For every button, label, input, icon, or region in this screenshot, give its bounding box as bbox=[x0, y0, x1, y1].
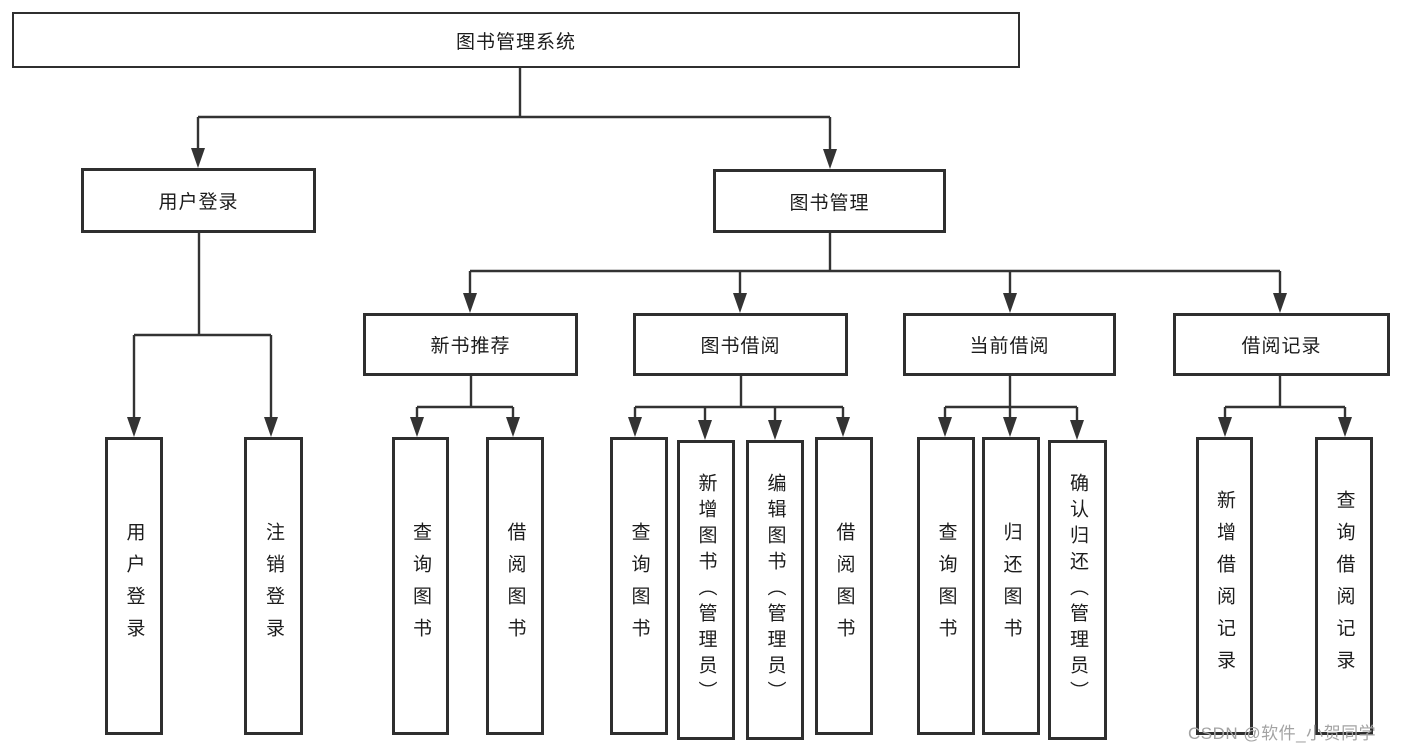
leaf-borrow-books-2: 借阅图书 bbox=[815, 437, 873, 735]
node-label: 新增图书（管理员） bbox=[695, 473, 717, 707]
connector-borrowing-to-leaves bbox=[633, 376, 845, 423]
leaf-add-books-admin: 新增图书（管理员） bbox=[677, 440, 735, 740]
node-label: 查询图书 bbox=[628, 522, 650, 650]
node-label: 用户登录 bbox=[123, 522, 145, 650]
csdn-watermark: CSDN @软件_小贺同学 bbox=[1188, 724, 1377, 743]
leaf-return-books: 归还图书 bbox=[982, 437, 1040, 735]
node-label: 确认归还（管理员） bbox=[1067, 473, 1088, 707]
node-label: 查询图书 bbox=[935, 522, 957, 650]
connector-bookmgmt-to-level3 bbox=[468, 233, 1282, 296]
node-label: 查询借阅记录 bbox=[1333, 490, 1355, 682]
connector-newbooks-to-leaves bbox=[415, 376, 515, 420]
node-user-login: 用户登录 bbox=[81, 168, 316, 233]
leaf-edit-books-admin: 编辑图书（管理员） bbox=[746, 440, 804, 740]
leaf-user-login: 用户登录 bbox=[105, 437, 163, 735]
node-label: 归还图书 bbox=[1000, 522, 1022, 650]
arrowheads bbox=[127, 148, 1352, 440]
node-current-borrowing: 当前借阅 bbox=[903, 313, 1116, 376]
node-book-borrowing: 图书借阅 bbox=[633, 313, 848, 376]
node-label: 新增借阅记录 bbox=[1214, 490, 1235, 682]
node-new-book-recommend: 新书推荐 bbox=[363, 313, 578, 376]
leaf-confirm-return-admin: 确认归还（管理员） bbox=[1048, 440, 1107, 740]
leaf-borrow-books-1: 借阅图书 bbox=[486, 437, 544, 735]
leaf-query-books-2: 查询图书 bbox=[610, 437, 668, 735]
leaf-query-borrow-record: 查询借阅记录 bbox=[1315, 437, 1373, 735]
node-label: 借阅图书 bbox=[833, 522, 855, 650]
leaf-add-borrow-record: 新增借阅记录 bbox=[1196, 437, 1253, 735]
connector-root-to-level2 bbox=[196, 67, 832, 151]
node-label: 新书推荐 bbox=[430, 336, 511, 357]
node-label: 用户登录 bbox=[158, 192, 239, 213]
node-book-management: 图书管理 bbox=[713, 169, 946, 233]
connector-current-to-leaves bbox=[943, 376, 1079, 423]
leaf-query-books-1: 查询图书 bbox=[392, 437, 449, 735]
node-label: 注销登录 bbox=[263, 522, 284, 650]
node-borrow-records: 借阅记录 bbox=[1173, 313, 1390, 376]
node-label: 查询图书 bbox=[410, 522, 431, 650]
node-label: 借阅记录 bbox=[1241, 336, 1322, 357]
leaf-query-books-3: 查询图书 bbox=[917, 437, 975, 735]
connector-records-to-leaves bbox=[1223, 376, 1347, 420]
node-root-library-system: 图书管理系统 bbox=[12, 12, 1020, 68]
node-label: 图书借阅 bbox=[700, 336, 781, 357]
node-label: 借阅图书 bbox=[504, 522, 526, 650]
node-label: 图书管理 bbox=[789, 192, 870, 214]
node-label: 图书管理系统 bbox=[455, 31, 576, 53]
node-label: 当前借阅 bbox=[969, 336, 1050, 357]
connector-userlogin-to-leaves bbox=[132, 233, 273, 419]
leaf-logout: 注销登录 bbox=[244, 437, 303, 735]
node-label: 编辑图书（管理员） bbox=[764, 473, 786, 707]
